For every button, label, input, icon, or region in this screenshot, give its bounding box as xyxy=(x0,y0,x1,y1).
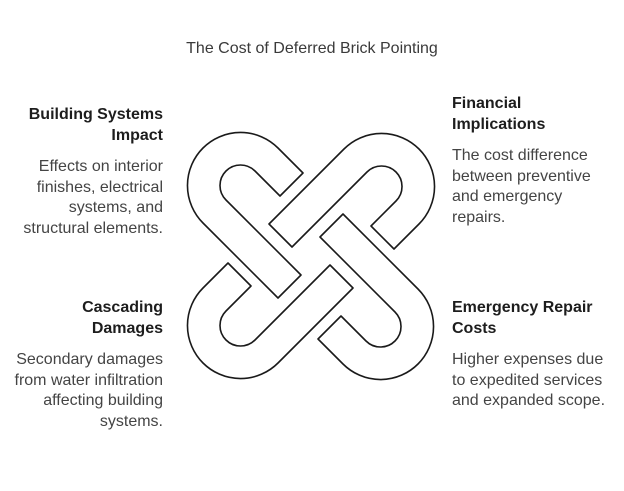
knot-loop-bottom-left xyxy=(186,262,354,380)
item-description: Secondary damages from water infiltratio… xyxy=(14,351,164,430)
item-heading: Building Systems Impact xyxy=(28,106,163,144)
knot-loop-top-left xyxy=(186,131,304,299)
item-heading: Cascading Damages xyxy=(82,299,163,337)
interlocking-loops-knot-icon xyxy=(186,131,436,381)
item-cascading-damages: Cascading Damages Secondary damages from… xyxy=(10,297,164,432)
item-description: The cost difference between preventive a… xyxy=(452,147,591,226)
item-financial-implications: Financial Implications The cost differen… xyxy=(452,93,612,228)
item-heading: Financial Implications xyxy=(452,95,546,133)
item-emergency-repair-costs: Emergency Repair Costs Higher expenses d… xyxy=(452,297,617,412)
diagram-title: The Cost of Deferred Brick Pointing xyxy=(186,40,438,57)
knot-loop-bottom-right xyxy=(317,213,435,381)
item-description: Higher expenses due to expedited service… xyxy=(452,351,606,409)
item-building-systems-impact: Building Systems Impact Effects on inter… xyxy=(10,104,163,239)
knot-loop-top-right xyxy=(268,132,436,250)
item-description: Effects on interior finishes, electrical… xyxy=(23,158,163,237)
item-heading: Emergency Repair Costs xyxy=(452,299,593,337)
